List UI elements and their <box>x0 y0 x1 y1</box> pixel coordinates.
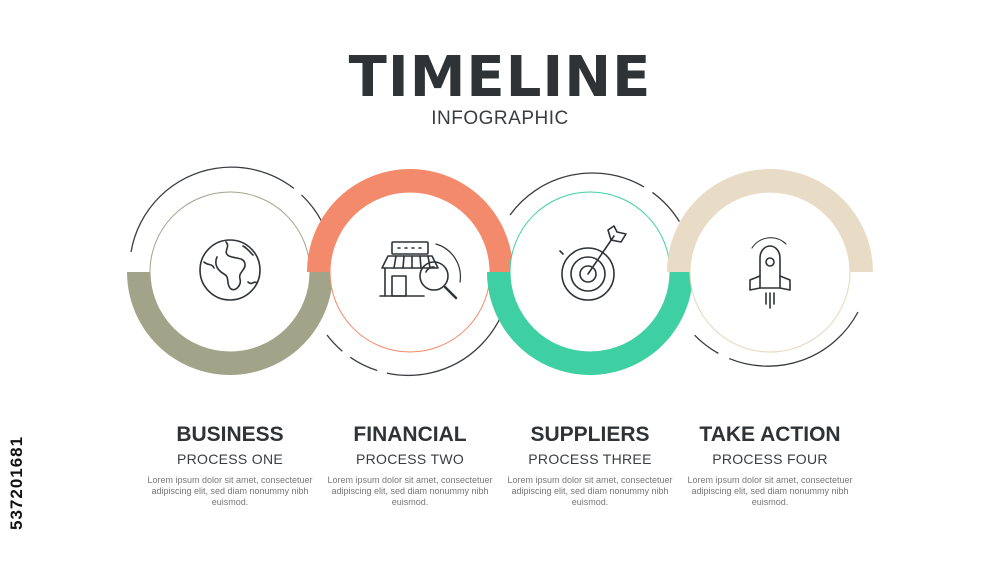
step-2-title: FINANCIAL <box>353 423 467 446</box>
step-1-process: PROCESS ONE <box>177 451 283 467</box>
step-3-description: Lorem ipsum dolor sit amet, consectetuer… <box>507 475 673 507</box>
step-4-card: TAKE ACTION PROCESS FOUR Lorem ipsum dol… <box>670 422 870 508</box>
step-2-description: Lorem ipsum dolor sit amet, consectetuer… <box>327 475 493 507</box>
step-4-ring <box>667 169 873 367</box>
globe-icon <box>199 239 261 301</box>
target-icon <box>559 225 627 301</box>
shop-search-icon <box>379 241 462 300</box>
step-2-process: PROCESS TWO <box>355 451 465 467</box>
step-3-card: SUPPLIERS PROCESS THREE Lorem ipsum dolo… <box>490 422 690 508</box>
page-subtitle: INFOGRAPHIC <box>431 108 569 129</box>
page-title: TIMELINE <box>348 45 652 110</box>
step-4-process: PROCESS FOUR <box>712 451 828 467</box>
step-3-process: PROCESS THREE <box>528 451 652 467</box>
rocket-icon <box>749 237 791 309</box>
step-3-ring <box>487 172 693 375</box>
step-1-title: BUSINESS <box>176 423 284 446</box>
step-2-card: FINANCIAL PROCESS TWO Lorem ipsum dolor … <box>310 422 510 508</box>
step-3-title: SUPPLIERS <box>530 423 650 446</box>
step-4-title: TAKE ACTION <box>699 423 841 446</box>
step-1-ring <box>127 166 333 375</box>
step-4-description: Lorem ipsum dolor sit amet, consectetuer… <box>687 475 853 507</box>
step-2-ring <box>307 169 513 377</box>
step-1-description: Lorem ipsum dolor sit amet, consectetuer… <box>147 475 313 507</box>
step-1-card: BUSINESS PROCESS ONE Lorem ipsum dolor s… <box>130 422 330 508</box>
